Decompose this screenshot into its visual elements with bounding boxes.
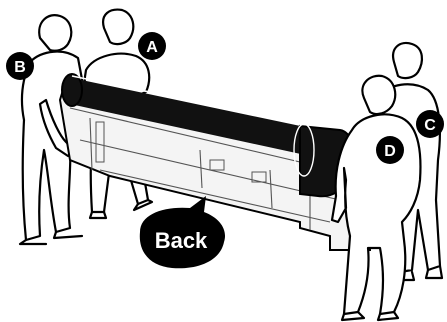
label-a-badge: A [138,32,166,60]
label-c-badge: C [416,110,444,138]
label-a-text: A [146,39,158,56]
label-c-text: C [424,117,436,134]
label-d-badge: D [376,136,404,164]
back-callout: Back [140,196,225,268]
label-b-badge: B [6,52,34,80]
back-label: Back [155,228,208,253]
label-b-text: B [14,59,26,76]
label-d-text: D [384,143,396,160]
